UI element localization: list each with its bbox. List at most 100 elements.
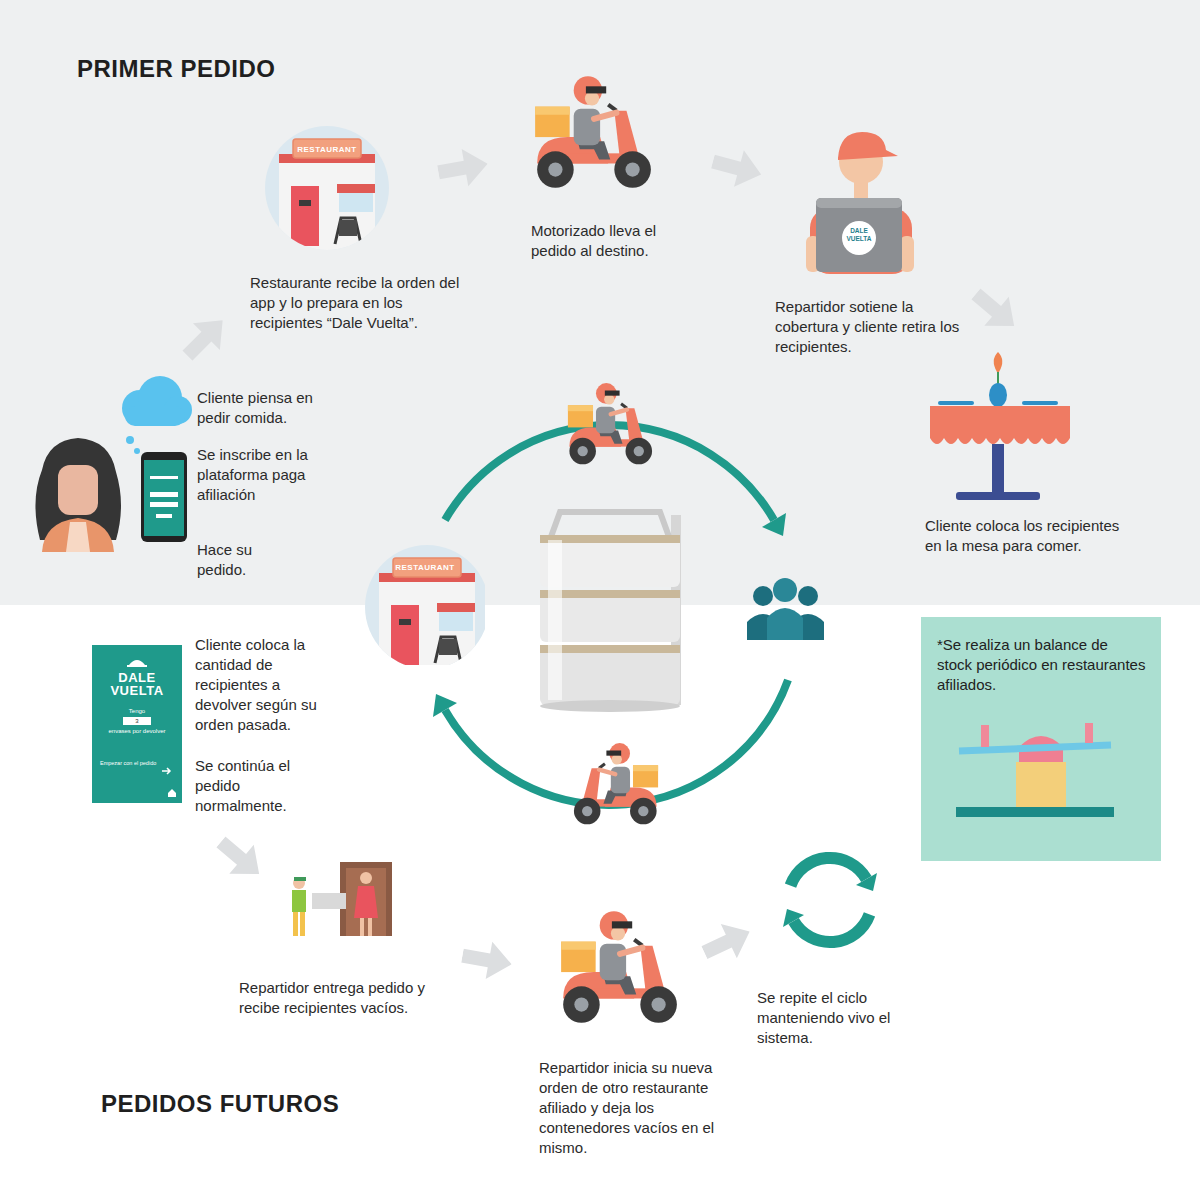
- people-icon-part: [767, 608, 803, 640]
- cycle-arrows-part: [433, 694, 457, 717]
- thought-cloud-part: [126, 436, 134, 444]
- note-box-outline: [921, 617, 1161, 861]
- flow-arrows-part: [696, 914, 757, 970]
- delivery-person-part: [838, 132, 898, 160]
- node-text: Empezar con el pedido: [100, 759, 156, 767]
- restaurant-circle-outline-part-part: [439, 611, 473, 631]
- client-figure-part: [58, 465, 98, 515]
- step-caption: Repartidor sotiene la cobertura y client…: [775, 297, 965, 357]
- app-screen: DALE VUELTATengo3envases por devolverEmp…: [92, 645, 182, 803]
- scooter-icon-part: [535, 76, 651, 188]
- handover-scene-part: [300, 912, 305, 936]
- flow-arrows-part: [708, 143, 766, 193]
- flow-arrows-part: [174, 307, 236, 369]
- restaurant-circle-outline-part: [279, 154, 375, 250]
- smartphone-icon-part: [150, 476, 178, 479]
- handover-scene-part: [312, 893, 346, 909]
- delivery-person-part: [900, 236, 914, 272]
- app-screen-outline-part: [168, 789, 176, 797]
- node-text: Tengo: [129, 707, 145, 715]
- handover-scene-part: [346, 868, 386, 936]
- restaurant-circle-outline-part-part: [435, 637, 461, 663]
- client-figure-part: [42, 518, 114, 552]
- people-icon-part: [753, 586, 773, 606]
- smartphone-icon-part: [150, 492, 178, 497]
- node-text: envases por devolver: [108, 727, 165, 735]
- app-screen-outline-part: [127, 665, 147, 667]
- note-box-outline-part: [981, 725, 989, 747]
- handover-scene-part: [340, 862, 392, 936]
- smartphone-icon-part: [156, 514, 172, 518]
- restaurant-circle: RESTAURANT: [365, 545, 485, 665]
- step-caption: Cliente piensa en pedir comida.: [197, 388, 337, 428]
- smartphone-icon: [141, 452, 187, 542]
- handover-scene-part: [354, 886, 378, 918]
- restaurant-circle-outline-part-part: [339, 192, 373, 212]
- node-text: RESTAURANT: [265, 143, 389, 157]
- recycle-icon-part: [856, 873, 877, 891]
- step-caption: Hace su pedido.: [197, 540, 287, 580]
- dining-table-part: [938, 401, 974, 405]
- note-box-outline-part: [956, 807, 1114, 817]
- recycle-icon: [783, 858, 877, 942]
- handover-scene-part: [293, 877, 305, 889]
- thought-cloud-part: [134, 448, 140, 454]
- handover-scene: [292, 862, 392, 936]
- step-caption: Cliente coloca la cantidad de recipiente…: [195, 635, 340, 735]
- node-text: *Se realiza un balance de stock periódic…: [937, 635, 1147, 695]
- logo-bag-outline-part: [816, 198, 902, 208]
- step-caption: Motorizado lleva el pedido al destino.: [531, 221, 691, 261]
- tiffin-carrier-part: [540, 700, 680, 712]
- restaurant-circle-outline-part-part: [437, 603, 475, 612]
- upper-band: [0, 0, 1200, 605]
- scooter-icon-part: [568, 383, 652, 464]
- app-screen-outline-part: [92, 645, 182, 803]
- note-box: *Se realiza un balance de stock periódic…: [921, 617, 1161, 861]
- dining-table-part: [994, 352, 1003, 372]
- section-heading: PRIMER PEDIDO: [77, 55, 377, 83]
- dining-table-part: [956, 492, 1040, 500]
- app-screen-outline-part: [129, 660, 145, 665]
- delivery-person: [806, 132, 914, 274]
- handover-scene-part: [293, 912, 298, 936]
- scooter-icon-part-part: [574, 743, 658, 824]
- recycle-icon-part: [791, 858, 867, 886]
- app-screen-outline-part: [162, 768, 170, 774]
- note-box-outline-part: [1016, 762, 1066, 807]
- dining-table-part: [992, 444, 1004, 492]
- people-icon-part: [773, 578, 797, 602]
- dining-table-part: [989, 383, 1007, 407]
- people-icon-part: [798, 586, 818, 606]
- cycle-arrows-part: [762, 513, 786, 536]
- dining-table: [930, 352, 1070, 500]
- dining-table-part: [930, 406, 1070, 438]
- node-text: RESTAURANT: [365, 561, 485, 575]
- node-text: DALE VUELTA: [845, 227, 873, 243]
- restaurant-circle-outline-part-part: [279, 156, 375, 250]
- flow-arrows-part: [209, 827, 272, 888]
- handover-scene-part: [360, 918, 364, 936]
- section-heading: PEDIDOS FUTUROS: [101, 1090, 421, 1118]
- handover-scene-part: [368, 918, 372, 936]
- cycle-arrows: [433, 425, 788, 805]
- handover-scene-part: [292, 890, 306, 912]
- recycle-icon-part: [794, 914, 870, 942]
- step-caption: Se inscribe en la plataforma paga afilia…: [197, 445, 332, 505]
- logo-bag: DALE VUELTA: [816, 198, 902, 272]
- logo-bag-outline-part: [816, 198, 902, 272]
- restaurant-circle-outline-part: [379, 573, 475, 665]
- scooter-icon-part: [561, 911, 677, 1023]
- restaurant-circle: RESTAURANT: [265, 126, 389, 250]
- note-box-outline-part: [921, 617, 1161, 861]
- step-caption: Se repite el ciclo manteniendo vivo el s…: [757, 988, 922, 1048]
- logo-bag-outline-part: [842, 221, 876, 255]
- restaurant-circle-outline: [265, 126, 389, 250]
- restaurant-circle-outline-part-part: [291, 186, 319, 246]
- flow-arrows: [174, 143, 1026, 983]
- flow-arrows-part: [964, 279, 1027, 340]
- restaurant-circle-outline-part-part: [391, 605, 419, 665]
- scooter-icon-part: [574, 743, 658, 824]
